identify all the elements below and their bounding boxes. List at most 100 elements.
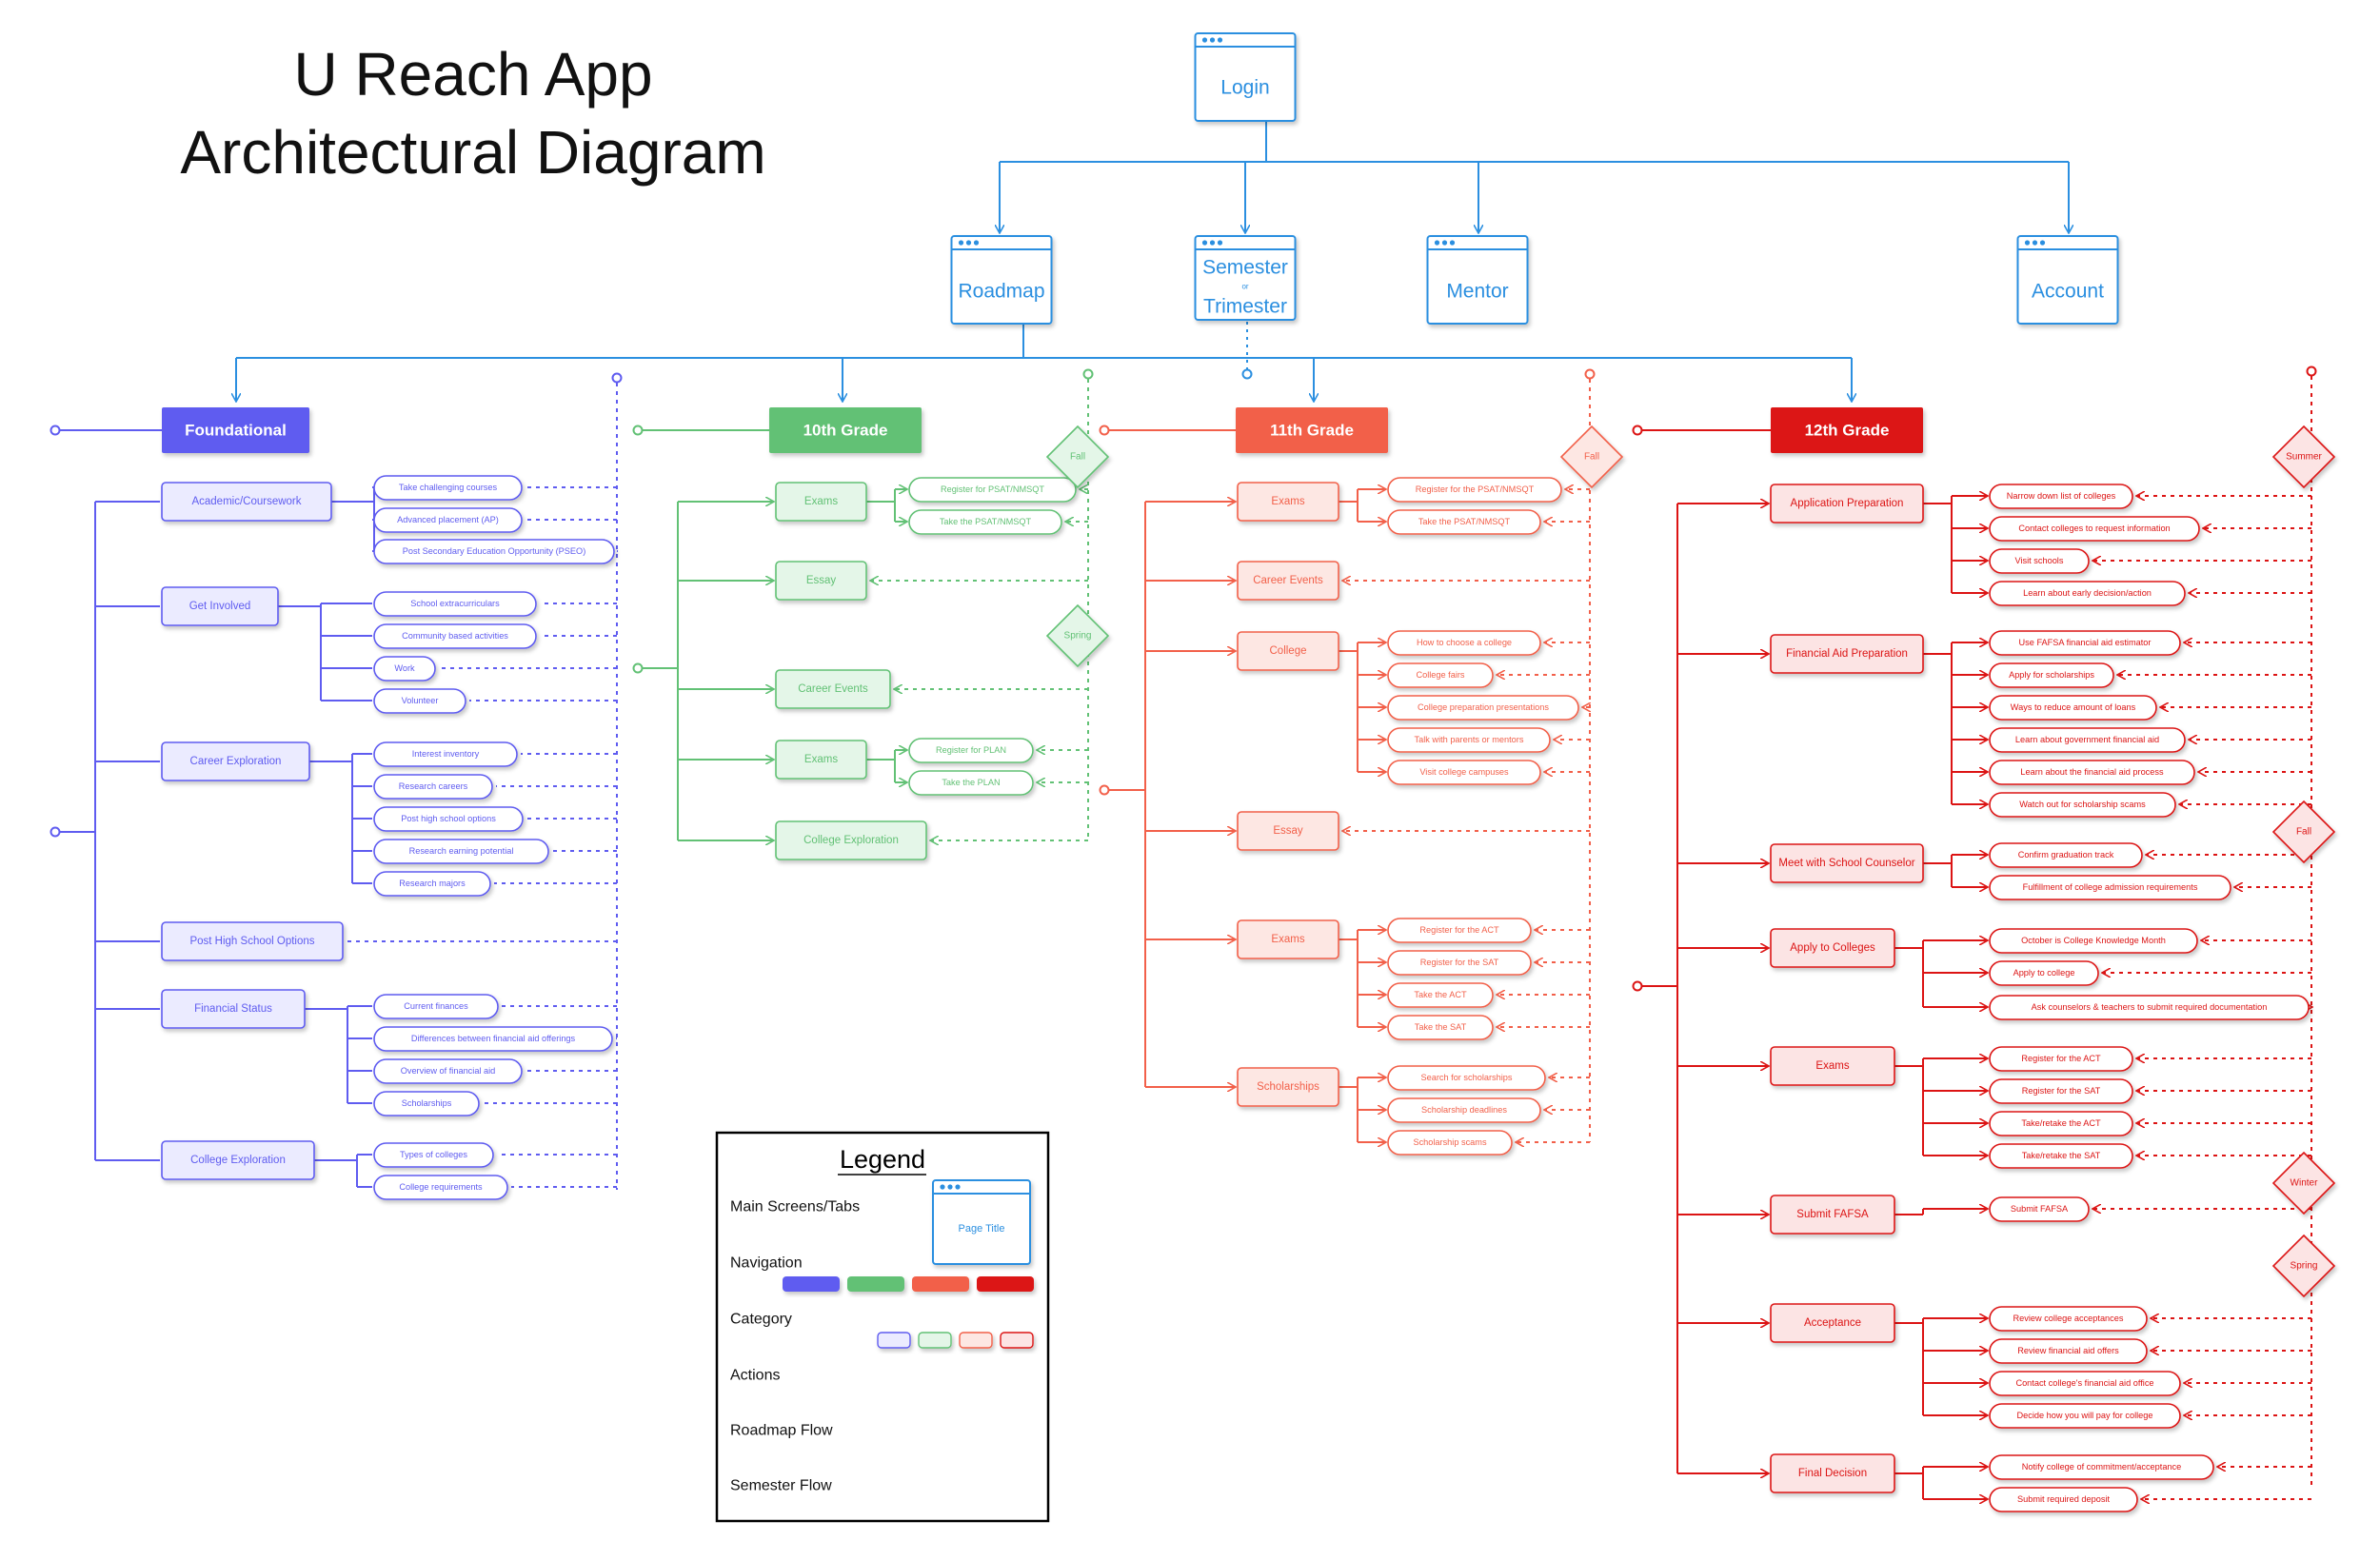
category-scholarships[interactable]: Scholarships <box>1237 1067 1339 1107</box>
action-take-the-sat[interactable]: Take the SAT <box>1387 1015 1494 1040</box>
nav-grade11[interactable]: 11th Grade <box>1236 407 1388 453</box>
action-review-college-acceptances[interactable]: Review college acceptances <box>1989 1306 2148 1332</box>
action-take-the-act[interactable]: Take the ACT <box>1387 982 1494 1008</box>
action-school-extracurriculars[interactable]: School extracurriculars <box>373 591 537 617</box>
action-visit-college-campuses[interactable]: Visit college campuses <box>1387 760 1541 785</box>
action-ways-to-reduce-amount-of-loans[interactable]: Ways to reduce amount of loans <box>1989 695 2157 721</box>
action-take-retake-the-sat[interactable]: Take/retake the SAT <box>1989 1143 2133 1169</box>
action-contact-college-s-financial-aid-office[interactable]: Contact college's financial aid office <box>1989 1371 2181 1396</box>
action-research-majors[interactable]: Research majors <box>373 871 491 897</box>
action-narrow-down-list-of-colleges[interactable]: Narrow down list of colleges <box>1989 484 2133 509</box>
action-search-for-scholarships[interactable]: Search for scholarships <box>1387 1065 1546 1091</box>
nav-grade12[interactable]: 12th Grade <box>1771 407 1923 453</box>
action-interest-inventory[interactable]: Interest inventory <box>373 741 518 767</box>
action-college-fairs[interactable]: College fairs <box>1387 662 1494 688</box>
action-learn-about-government-financial-aid[interactable]: Learn about government financial aid <box>1989 727 2186 753</box>
screen-account[interactable]: Account <box>2016 235 2119 325</box>
action-take-challenging-courses[interactable]: Take challenging courses <box>373 475 523 501</box>
action-scholarships[interactable]: Scholarships <box>373 1091 480 1116</box>
category-acceptance[interactable]: Acceptance <box>1770 1303 1895 1343</box>
category-exams[interactable]: Exams <box>775 740 867 780</box>
action-apply-for-scholarships[interactable]: Apply for scholarships <box>1989 662 2114 688</box>
category-meet-with-school-counselor[interactable]: Meet with School Counselor <box>1770 843 1924 883</box>
action-differences-between-financial-aid-offerings[interactable]: Differences between financial aid offeri… <box>373 1026 613 1052</box>
nav-foundational[interactable]: Foundational <box>162 407 309 453</box>
action-register-for-plan[interactable]: Register for PLAN <box>908 738 1034 763</box>
action-post-high-school-options[interactable]: Post high school options <box>373 806 524 832</box>
category-financial-status[interactable]: Financial Status <box>161 989 306 1029</box>
category-apply-to-colleges[interactable]: Apply to Colleges <box>1770 928 1895 968</box>
season-fall-diamond: Fall <box>2271 800 2336 864</box>
action-pill <box>1989 792 2176 818</box>
action-scholarship-scams[interactable]: Scholarship scams <box>1387 1130 1513 1156</box>
action-register-for-the-sat[interactable]: Register for the SAT <box>1989 1078 2133 1104</box>
category-exams[interactable]: Exams <box>775 482 867 522</box>
action-scholarship-deadlines[interactable]: Scholarship deadlines <box>1387 1097 1541 1123</box>
action-learn-about-the-financial-aid-process[interactable]: Learn about the financial aid process <box>1989 760 2195 785</box>
screen-roadmap[interactable]: Roadmap <box>950 235 1053 325</box>
action-community-based-activities[interactable]: Community based activities <box>373 623 537 649</box>
action-register-for-psat-nmsqt[interactable]: Register for PSAT/NMSQT <box>908 477 1077 503</box>
category-final-decision[interactable]: Final Decision <box>1770 1453 1895 1493</box>
action-take-the-psat-nmsqt[interactable]: Take the PSAT/NMSQT <box>908 509 1062 535</box>
action-submit-required-deposit[interactable]: Submit required deposit <box>1989 1487 2138 1512</box>
action-types-of-colleges[interactable]: Types of colleges <box>373 1142 494 1168</box>
action-learn-about-early-decision-action[interactable]: Learn about early decision/action <box>1989 581 2186 606</box>
action-take-retake-the-act[interactable]: Take/retake the ACT <box>1989 1111 2133 1136</box>
action-contact-colleges-to-request-information[interactable]: Contact colleges to request information <box>1989 516 2200 542</box>
category-get-involved[interactable]: Get Involved <box>161 586 279 626</box>
action-review-financial-aid-offers[interactable]: Review financial aid offers <box>1989 1338 2148 1364</box>
action-ask-counselors-teachers-to-submit-required-documentation[interactable]: Ask counselors & teachers to submit requ… <box>1989 995 2310 1020</box>
category-application-preparation[interactable]: Application Preparation <box>1770 484 1924 524</box>
action-post-secondary-education-opportunity-pseo[interactable]: Post Secondary Education Opportunity (PS… <box>373 539 615 564</box>
action-current-finances[interactable]: Current finances <box>373 994 499 1019</box>
category-financial-aid-preparation[interactable]: Financial Aid Preparation <box>1770 634 1924 674</box>
action-how-to-choose-a-college[interactable]: How to choose a college <box>1387 630 1541 656</box>
nav-grade10[interactable]: 10th Grade <box>769 407 922 453</box>
action-confirm-graduation-track[interactable]: Confirm graduation track <box>1989 842 2143 868</box>
category-college-exploration[interactable]: College Exploration <box>161 1140 315 1180</box>
category-career-exploration[interactable]: Career Exploration <box>161 741 310 781</box>
screen-login[interactable]: Login <box>1194 32 1297 122</box>
category-college[interactable]: College <box>1237 631 1339 671</box>
action-submit-fafsa[interactable]: Submit FAFSA <box>1989 1196 2090 1222</box>
action-october-is-college-knowledge-month[interactable]: October is College Knowledge Month <box>1989 928 2198 954</box>
action-register-for-the-sat[interactable]: Register for the SAT <box>1387 950 1532 976</box>
action-take-the-psat-nmsqt[interactable]: Take the PSAT/NMSQT <box>1387 509 1541 535</box>
category-exams[interactable]: Exams <box>1237 482 1339 522</box>
action-register-for-the-act[interactable]: Register for the ACT <box>1989 1046 2133 1072</box>
category-exams[interactable]: Exams <box>1770 1046 1895 1086</box>
category-exams[interactable]: Exams <box>1237 919 1339 959</box>
action-college-preparation-presentations[interactable]: College preparation presentations <box>1387 695 1579 721</box>
category-academic-coursework[interactable]: Academic/Coursework <box>161 482 332 522</box>
action-visit-schools[interactable]: Visit schools <box>1989 548 2090 574</box>
action-research-earning-potential[interactable]: Research earning potential <box>373 839 549 864</box>
category-college-exploration[interactable]: College Exploration <box>775 820 927 860</box>
action-overview-of-financial-aid[interactable]: Overview of financial aid <box>373 1058 523 1084</box>
action-fulfillment-of-college-admission-requirements[interactable]: Fulfillment of college admission require… <box>1989 875 2231 900</box>
category-career-events[interactable]: Career Events <box>775 669 891 709</box>
action-take-the-plan[interactable]: Take the PLAN <box>908 770 1034 796</box>
action-college-requirements[interactable]: College requirements <box>373 1175 508 1200</box>
action-use-fafsa-financial-aid-estimator[interactable]: Use FAFSA financial aid estimator <box>1989 630 2181 656</box>
action-research-careers[interactable]: Research careers <box>373 774 493 800</box>
action-advanced-placement-ap[interactable]: Advanced placement (AP) <box>373 507 523 533</box>
screen-mentor[interactable]: Mentor <box>1426 235 1529 325</box>
category-submit-fafsa[interactable]: Submit FAFSA <box>1770 1195 1895 1235</box>
category-essay[interactable]: Essay <box>1237 811 1339 851</box>
category-career-events[interactable]: Career Events <box>1237 561 1339 601</box>
category-post-high-school-options[interactable]: Post High School Options <box>161 921 344 961</box>
action-register-for-the-psat-nmsqt[interactable]: Register for the PSAT/NMSQT <box>1387 477 1562 503</box>
action-talk-with-parents-or-mentors[interactable]: Talk with parents or mentors <box>1387 727 1551 753</box>
category-label: Career Exploration <box>190 756 282 767</box>
action-volunteer[interactable]: Volunteer <box>373 688 466 714</box>
action-register-for-the-act[interactable]: Register for the ACT <box>1387 918 1532 943</box>
action-work[interactable]: Work <box>373 656 436 682</box>
category-essay[interactable]: Essay <box>775 561 867 601</box>
action-watch-out-for-scholarship-scams[interactable]: Watch out for scholarship scams <box>1989 792 2176 818</box>
action-notify-college-of-commitment-acceptance[interactable]: Notify college of commitment/acceptance <box>1989 1454 2214 1480</box>
action-decide-how-you-will-pay-for-college[interactable]: Decide how you will pay for college <box>1989 1403 2181 1429</box>
action-label: Register for the SAT <box>1420 958 1499 967</box>
action-apply-to-college[interactable]: Apply to college <box>1989 960 2099 986</box>
